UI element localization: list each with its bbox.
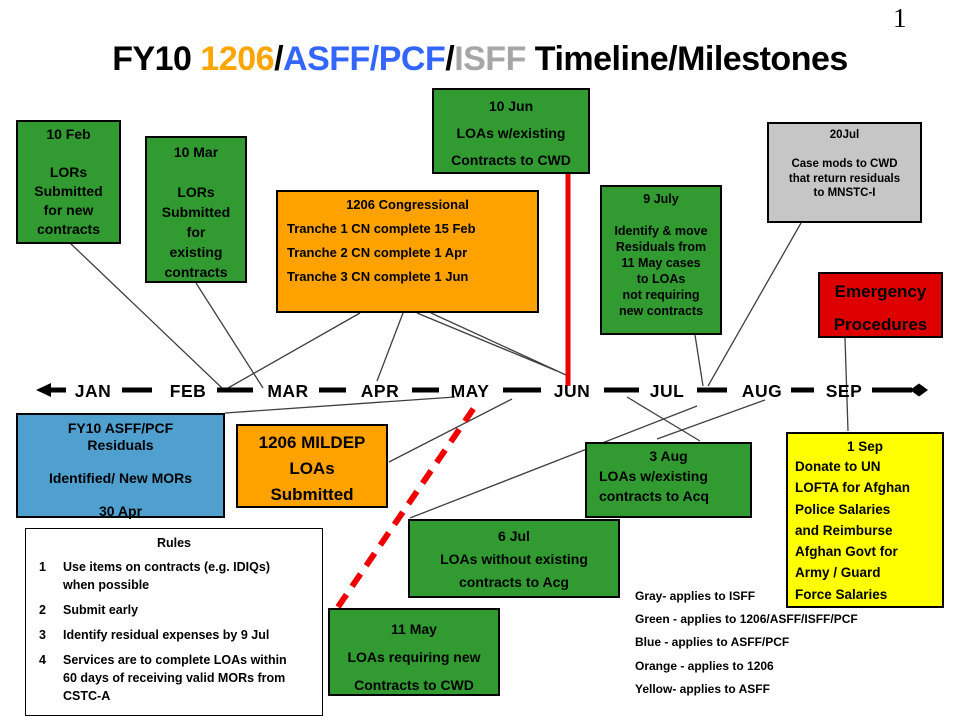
box-title: 1206 Congressional [346,197,469,212]
rule-text: Identify residual expenses by 9 Jul [63,628,270,642]
title-seg-timeline: Timeline/Milestones [525,40,848,78]
milestone-box-1-sep-donate-un-lofta: 1 Sep Donate to UN LOFTA for Afghan Poli… [786,432,944,608]
milestone-text: FY10 ASFF/PCF Residuals Identified/ New … [48,420,193,519]
title-seg-slash2: / [445,40,455,78]
milestone-text: 10 Mar LORs Submitted for existing contr… [161,144,231,280]
rule-number: 3 [39,628,46,642]
milestone-box-10-jun-loas-cwd: 10 Jun LOAs w/existing Contracts to CWD [432,88,590,174]
rules-title: Rules [156,536,192,550]
milestone-box-9-july-residuals: 9 July Identify & move Residuals from 11… [600,185,722,335]
milestone-box-1206-mildep-loas: 1206 MILDEP LOAs Submitted [236,424,388,508]
axis-left-arrowhead [36,383,51,397]
connector-tranche2-to-apr [376,312,404,382]
slide-title: FY10 1206/ASFF/PCF/ISFF Timeline/Milesto… [0,40,960,79]
rule-item-3: 3 Identify residual expenses by 9 Jul [26,626,322,644]
milestone-text: 9 July Identify & move Residuals from 11… [614,192,708,318]
legend-gray: Gray- applies to ISFF [635,589,756,603]
connector-3aug-to-aug [656,399,766,440]
milestone-text: 10 Jun LOAs w/existing Contracts to CWD [451,98,571,168]
connector-tranche1-to-feb [227,312,361,389]
month-label-feb: FEB [169,381,207,401]
milestone-box-fy10-asff-pcf-residuals: FY10 ASFF/PCF Residuals Identified/ New … [16,413,225,519]
month-label-jun: JUN [553,381,591,401]
box-title: 1 Sep [846,439,884,454]
rule-item-2: 2 Submit early [26,601,322,619]
box-line: Donate to UN [795,459,881,474]
connector-tranche3-to-jun-b [430,312,567,376]
milestone-text: 1206 MILDEP LOAs Submitted [258,433,366,504]
legend-yellow: Yellow- applies to ASFF [635,681,770,696]
box-line: Police Salaries [795,501,891,517]
title-seg-isff: ISFF [454,40,526,78]
rule-number: 1 [39,560,46,574]
milestone-box-6-jul-loas-without-contracts: 6 Jul LOAs without existing contracts to… [408,519,620,598]
month-label-may: MAY [450,381,490,401]
red-dashed-marker-may [335,400,481,609]
month-label-apr: APR [360,381,400,401]
box-line: LOAs w/existing [599,468,708,484]
rule-text: Services are to complete LOAs within 60 … [63,653,287,703]
box-line: Army / Guard [795,565,881,581]
connector-9july-to-jul [694,334,704,387]
rule-text: Use items on contracts (e.g. IDIQs) when… [63,560,270,592]
tranche-1-item: Tranche 1 CN complete 15 Feb [287,221,476,236]
rule-text: Submit early [63,603,139,617]
box-title: 3 Aug [649,448,688,464]
month-label-jan: JAN [74,381,112,401]
box-line: and Reimburse [795,522,893,538]
connector-tranche3-to-jun-a [416,312,558,372]
milestone-text: 6 Jul LOAs without existing contracts to… [440,528,588,590]
title-seg-fy10: FY10 [112,40,201,78]
connector-10mar-to-mar [195,282,264,389]
tranche-3-item: Tranche 3 CN complete 1 Jun [287,269,469,284]
rule-item-1: 1 Use items on contracts (e.g. IDIQs) wh… [26,558,322,594]
month-label-mar: MAR [267,381,309,401]
rules-box: Rules 1 Use items on contracts (e.g. IDI… [25,528,323,716]
box-line: Force Salaries [795,586,888,602]
page-number: 1 [893,3,907,33]
milestone-box-1206-congressional: 1206 Congressional Tranche 1 CN complete… [276,190,539,313]
milestone-box-emergency-procedures: Emergency Procedures [818,272,943,338]
tranche-2-item: Tranche 2 CN complete 1 Apr [287,245,468,260]
connector-mildep-to-may [388,398,513,463]
connector-jun-to-3aug [626,396,701,442]
legend-green: Green - applies to 1206/ASFF/ISFF/PCF [635,612,858,627]
rule-number: 4 [39,653,46,667]
connector-residuals-to-may [224,396,456,414]
milestone-box-10-mar-lors-existing: 10 Mar LORs Submitted for existing contr… [145,136,247,283]
month-label-aug: AUG [741,381,783,401]
milestone-text: 20Jul Case mods to CWD that return resid… [788,129,901,199]
legend-orange: Orange - applies to 1206 [635,658,774,673]
title-seg-slash1: / [274,40,284,78]
milestone-text: 10 Feb LORs Submitted for new contracts [34,126,103,237]
box-line: Afghan Govt for [795,544,898,560]
month-label-sep: SEP [825,381,863,401]
month-label-jul: JUL [649,381,685,401]
rule-number: 2 [39,603,46,617]
milestone-text: 11 May LOAs requiring new Contracts to C… [347,621,481,693]
milestone-box-20-jul-case-mods: 20Jul Case mods to CWD that return resid… [767,122,922,223]
milestone-box-3-aug-loas-acq: 3 Aug LOAs w/existing contracts to Acq [585,442,752,518]
connector-20jul-to-jul [707,222,802,387]
axis-right-diamond [910,383,928,397]
milestone-box-10-feb-lors-new: 10 Feb LORs Submitted for new contracts [16,120,121,244]
connector-10feb-to-feb [69,242,223,389]
title-seg-1206: 1206 [200,40,275,78]
milestone-text: Emergency Procedures [833,282,928,334]
legend-blue: Blue - applies to ASFF/PCF [635,635,790,650]
milestone-box-11-may-loas-new-contracts: 11 May LOAs requiring new Contracts to C… [328,608,500,696]
connector-emergency-to-sep1 [844,337,849,432]
connector-6jul-to-jul [409,405,698,519]
box-line: LOFTA for Afghan [795,480,910,496]
box-line: contracts to Acq [599,488,709,504]
title-seg-asff-pcf: ASFF/PCF [283,40,446,78]
rule-item-4: 4 Services are to complete LOAs within 6… [26,651,322,705]
color-legend: Gray- applies to ISFF Green - applies to… [635,585,858,701]
